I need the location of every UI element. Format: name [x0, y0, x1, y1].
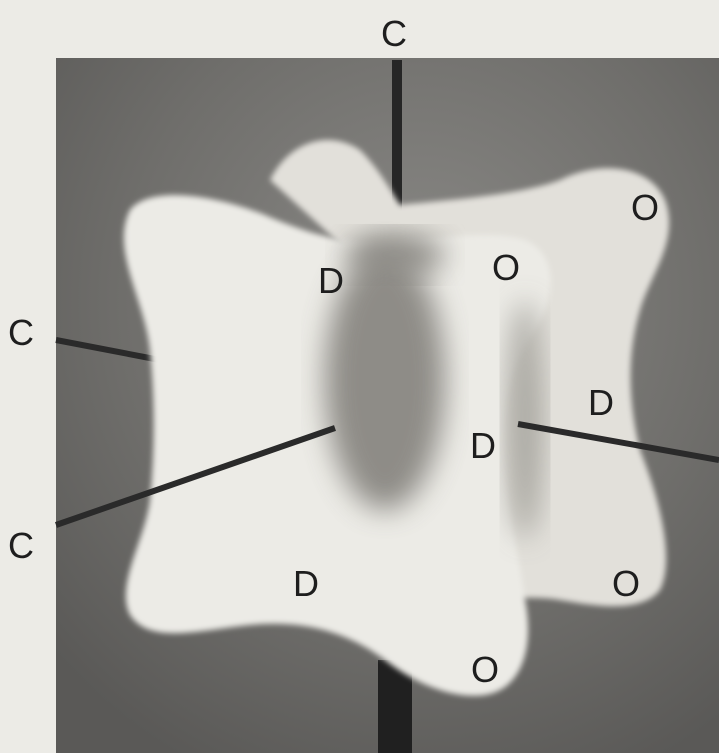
label-d-front-lower-left: D	[293, 566, 319, 602]
label-o-back-lower-right: O	[612, 566, 640, 602]
label-d-front-upper-left: D	[318, 263, 344, 299]
label-o-back-upper-right: O	[631, 190, 659, 226]
back-tile-shadow	[507, 300, 543, 540]
label-o-front-bottom: O	[471, 652, 499, 688]
label-c-left-upper: C	[8, 315, 34, 351]
label-c-left-lower: C	[8, 528, 34, 564]
label-d-back-mid-right: D	[588, 385, 614, 421]
label-o-front-upper-right: O	[492, 250, 520, 286]
label-c-top: C	[381, 16, 407, 52]
label-d-front-center-right: D	[470, 428, 496, 464]
upper-shading	[345, 233, 445, 277]
